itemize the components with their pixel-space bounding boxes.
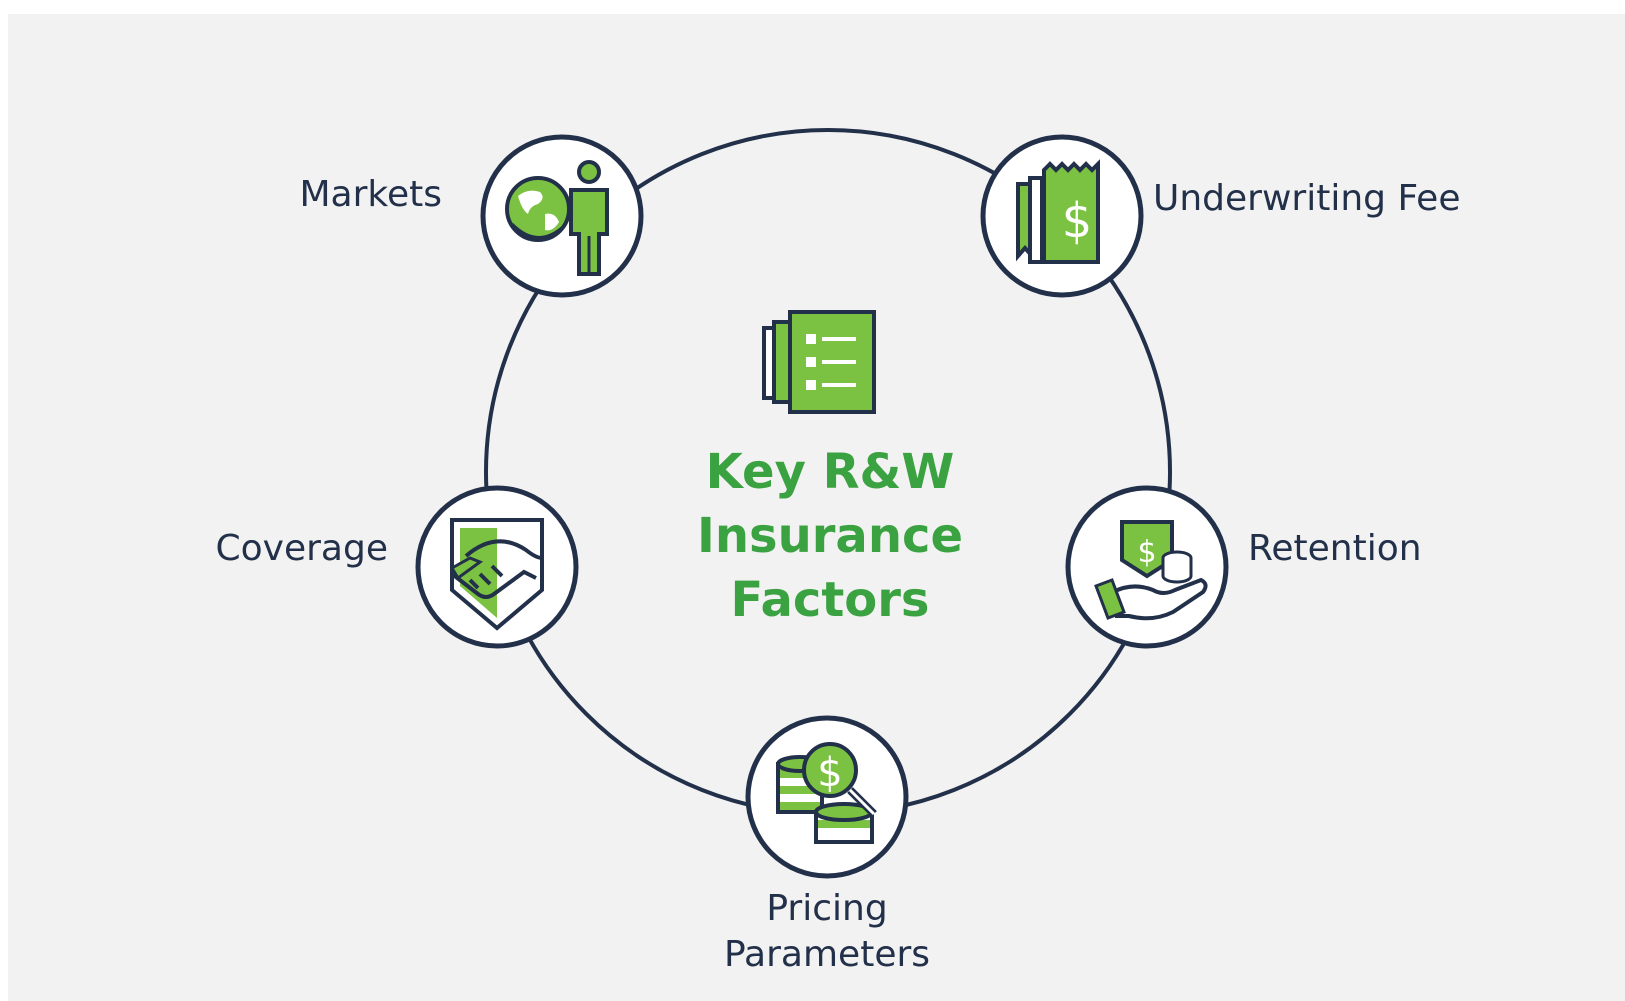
hand-money-icon: $: [1094, 520, 1208, 621]
handshake-shield-icon: [449, 518, 544, 631]
node-coverage: [415, 485, 579, 649]
svg-text:$: $: [817, 750, 842, 796]
label-pricing-line-1: Pricing: [766, 888, 888, 929]
node-pricing-parameters: $: [745, 715, 909, 879]
label-pricing-line-2: Parameters: [723, 934, 931, 975]
label-underwriting-fee: Underwriting Fee: [1153, 178, 1461, 219]
diagram-title: Key R&W Insurance Factors: [600, 440, 1060, 632]
node-underwriting-fee: $: [980, 134, 1144, 298]
label-pricing-parameters: Pricing Parameters: [627, 886, 1027, 978]
title-line-1: Key R&W: [705, 444, 955, 500]
node-markets: [480, 134, 644, 298]
svg-text:$: $: [1137, 535, 1156, 570]
label-coverage: Coverage: [215, 528, 388, 569]
title-line-3: Factors: [730, 572, 930, 628]
title-line-2: Insurance: [696, 508, 963, 564]
coins-magnifier-icon: $: [776, 742, 877, 844]
label-retention: Retention: [1248, 528, 1422, 569]
node-retention: $: [1065, 485, 1229, 649]
label-markets: Markets: [299, 174, 442, 215]
checklist-document-icon: [762, 310, 876, 414]
fee-receipt-icon: $: [1016, 159, 1100, 264]
svg-text:$: $: [1062, 193, 1093, 249]
globe-person-icon: [505, 160, 609, 276]
